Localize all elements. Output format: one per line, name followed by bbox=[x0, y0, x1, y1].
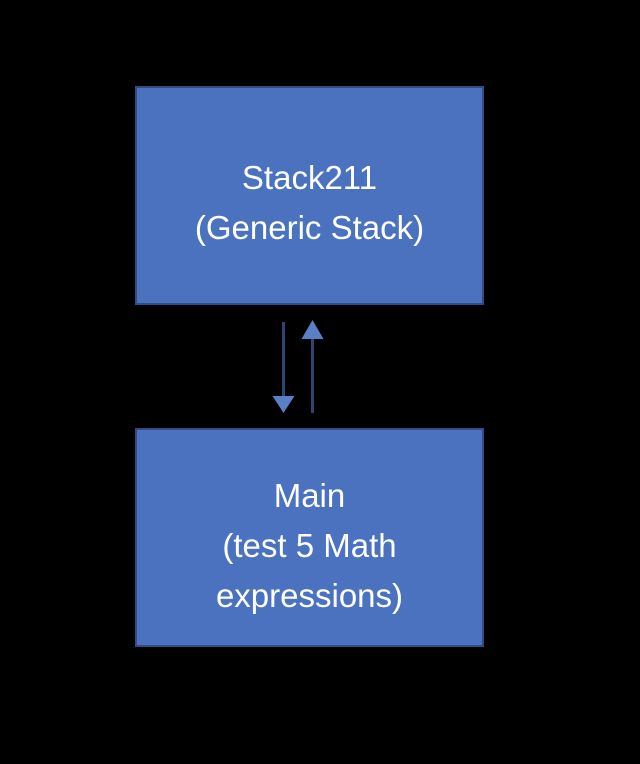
arrow-down-stack-to-main bbox=[272, 322, 295, 413]
node-main[interactable]: Main (test 5 Math expressions) bbox=[135, 428, 484, 647]
node-stack211[interactable]: Stack211 (Generic Stack) bbox=[135, 86, 484, 305]
node-main-line-3: expressions) bbox=[215, 576, 404, 614]
node-stack211-text: Stack211 (Generic Stack) bbox=[195, 139, 424, 253]
node-stack211-line-1: Stack211 bbox=[241, 158, 378, 196]
node-main-text: Main (test 5 Math expressions) bbox=[216, 455, 403, 621]
arrow-down-head-icon bbox=[272, 396, 295, 413]
arrow-up-head-icon bbox=[301, 320, 324, 339]
node-stack211-line-2: (Generic Stack) bbox=[194, 208, 425, 246]
node-main-line-2: (test 5 Math bbox=[222, 526, 397, 564]
arrow-up-main-to-stack bbox=[301, 320, 324, 413]
node-main-line-1: Main bbox=[273, 476, 346, 514]
